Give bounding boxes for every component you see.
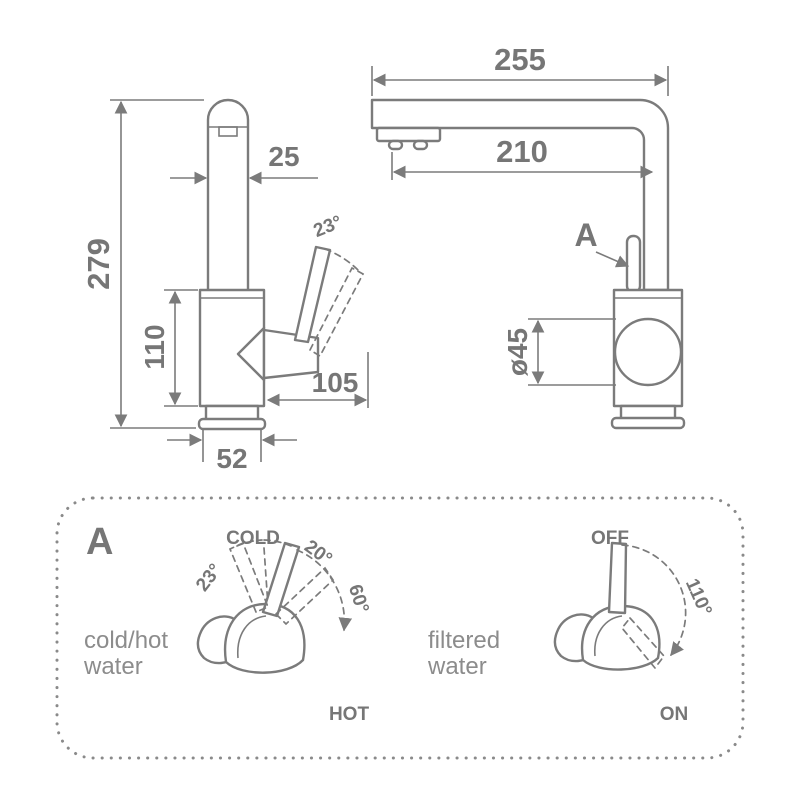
angle-60-label: 60° — [344, 582, 373, 616]
arc-110 — [621, 544, 687, 657]
swivel-joint — [613, 317, 683, 387]
filter-caption-line1: filtered — [428, 627, 500, 654]
filter-lever-on-alt — [620, 616, 666, 670]
dim-height-label: 279 — [81, 238, 116, 290]
side-view: 23° 25 279 110 105 — [81, 98, 369, 474]
filter-handle-diagram: OFF 110° ON filtered water — [427, 528, 716, 725]
spray-nub-right — [412, 139, 429, 151]
filter-lever — [607, 541, 628, 615]
dim-handle-reach-label: 105 — [312, 367, 359, 398]
dim-spout-width-label: 25 — [268, 141, 299, 172]
cold-label: COLD — [226, 528, 280, 549]
spout-l-shape — [370, 98, 670, 292]
dim-spray-to-pipe-label: 210 — [496, 134, 548, 169]
detail-callout-label: A — [574, 217, 597, 253]
angle-20-label: 20° — [300, 536, 336, 570]
mixer-lever-left-alt — [228, 541, 270, 614]
arc-60 — [296, 549, 353, 632]
mixer-dome — [223, 602, 306, 674]
mixer-dome-inner — [237, 615, 267, 659]
handle-angle-arc — [324, 248, 360, 272]
valve-cone — [236, 326, 266, 382]
detail-callout: A — [574, 217, 630, 268]
spray-nub-left — [387, 139, 404, 151]
mixer-caption-line2: water — [83, 653, 143, 680]
handle-lever — [293, 245, 332, 344]
dim-base-width: 52 — [167, 430, 297, 474]
dim-base-width-label: 52 — [216, 443, 247, 474]
dim-body-diameter: ø45 — [502, 318, 616, 386]
arc-20 — [263, 539, 292, 547]
base-flange — [197, 417, 267, 431]
hot-label: HOT — [329, 704, 370, 725]
mixer-neck — [196, 615, 240, 665]
mixer-caption-line1: cold/hot — [84, 627, 168, 654]
detail-panel: A COLD 20° 60° 23° HOT cold/hot water — [55, 496, 745, 760]
panel-border — [55, 496, 745, 760]
spray-head — [375, 126, 442, 143]
spout-pipe — [206, 98, 250, 292]
arc-23 — [236, 539, 263, 547]
dim-handle-reach: 105 — [266, 352, 369, 408]
mixer-handle-diagram: COLD 20° 60° 23° HOT cold/hot water — [83, 528, 373, 725]
dim-spray-to-pipe: 210 — [391, 134, 654, 180]
panel-label: A — [86, 521, 113, 563]
handle-angle-label: 23° — [311, 212, 346, 242]
filter-dome — [580, 604, 661, 671]
filter-dome-inner — [594, 615, 623, 657]
dim-reach: 255 — [371, 42, 669, 96]
dim-spout-width: 25 — [170, 141, 318, 185]
base-flange-front — [610, 416, 686, 430]
handle-lever-alt — [308, 266, 365, 358]
dim-reach-label: 255 — [494, 42, 546, 77]
on-label: ON — [660, 704, 689, 725]
mixer-lever — [261, 541, 301, 618]
faucet-body — [198, 288, 266, 408]
filter-caption-line2: water — [427, 653, 487, 680]
dim-body-diameter-label: ø45 — [502, 328, 533, 376]
dim-height: 279 — [81, 99, 204, 429]
dim-body-height-label: 110 — [139, 324, 170, 369]
dim-body-height: 110 — [139, 289, 198, 407]
filter-neck — [553, 613, 597, 663]
off-label: OFF — [591, 528, 629, 549]
angle-23-label: 23° — [192, 560, 226, 596]
front-view: 255 210 A ø45 — [370, 42, 686, 430]
handle-edge — [625, 234, 642, 294]
